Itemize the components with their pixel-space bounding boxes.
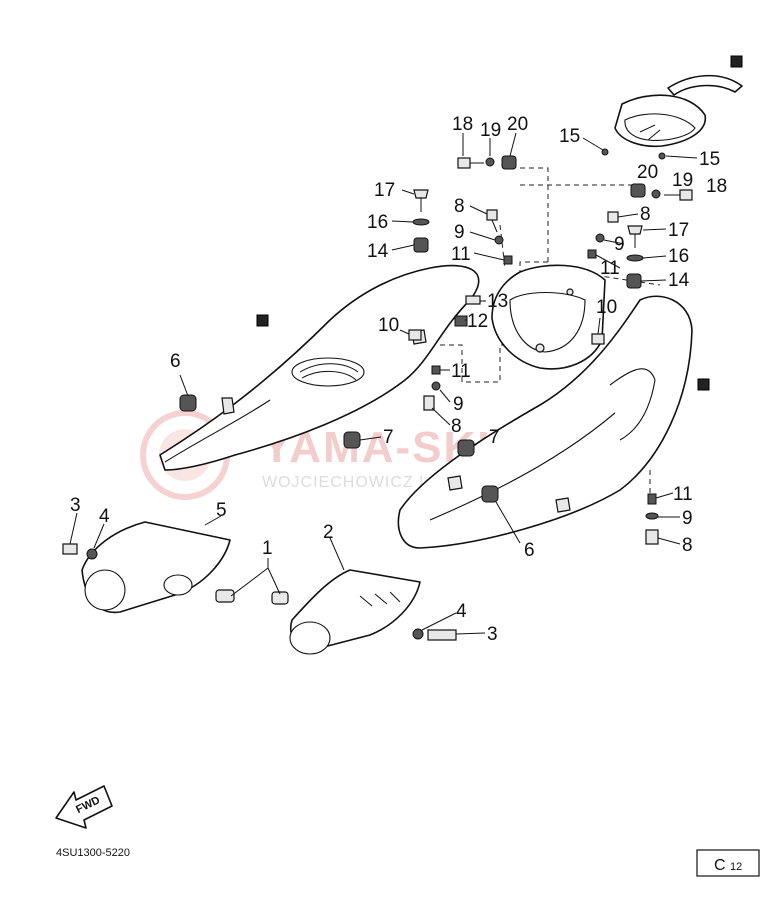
callout-numbers: 18 19 20 15 15 20 19 18 17 16 14 8 9 11 …: [70, 114, 727, 645]
seat-cowling-center: [491, 264, 606, 370]
callout-9-lower: 9: [453, 394, 464, 415]
callout-9-upper: 9: [454, 222, 465, 243]
callout-3-left: 3: [70, 495, 81, 516]
callout-13: 13: [487, 291, 508, 312]
hardware-fasteners: [62, 148, 693, 641]
callout-2: 2: [323, 522, 334, 543]
callout-8-lower: 8: [451, 416, 462, 437]
diagram-code: 4SU1300-5220: [56, 847, 130, 859]
callout-14-left: 14: [367, 241, 389, 262]
callout-4-right: 4: [456, 601, 467, 622]
callout-16-left: 16: [367, 212, 388, 233]
callout-5: 5: [216, 500, 227, 521]
callout-12: 12: [467, 311, 488, 332]
callout-8-right-upper: 8: [640, 204, 651, 225]
callout-9-right-upper: 9: [614, 234, 625, 255]
page-id-box: C 12: [696, 849, 760, 877]
callout-17-right: 17: [668, 220, 689, 241]
callout-20-top: 20: [507, 114, 528, 135]
reference-marker-tail: [730, 55, 743, 68]
reference-marker-left: [256, 314, 269, 327]
page-id-number: 12: [730, 861, 742, 873]
callout-11-upper: 11: [451, 244, 471, 265]
callout-6-right: 6: [524, 540, 535, 561]
callout-11-right-upper: 11: [600, 258, 620, 279]
bracket-front-part-2: [289, 569, 421, 655]
callout-10-right: 10: [596, 297, 617, 318]
bracket-rear-part-5: [81, 521, 231, 614]
callout-16-right: 16: [668, 246, 689, 267]
callout-7-left: 7: [383, 427, 394, 448]
callout-15-right: 15: [699, 149, 720, 170]
forward-direction-arrow: FWD: [55, 785, 113, 829]
page-id-letter: C: [714, 857, 726, 874]
callout-1: 1: [262, 538, 273, 559]
callout-19-top: 19: [480, 120, 501, 141]
callout-8-upper: 8: [454, 196, 465, 217]
callout-7-right: 7: [489, 427, 500, 448]
callout-18-right: 18: [706, 176, 727, 197]
callout-6-left: 6: [170, 351, 181, 372]
callout-15-left: 15: [559, 126, 580, 147]
callout-10-left: 10: [378, 315, 399, 336]
callout-20-right: 20: [637, 162, 658, 183]
tail-light-assembly: [614, 74, 743, 148]
callout-18-top: 18: [452, 114, 473, 135]
callout-4-left: 4: [99, 506, 110, 527]
callout-11-right-lower: 11: [673, 484, 693, 505]
leader-lines: [69, 132, 698, 635]
callout-8-right-lower: 8: [682, 535, 693, 556]
callout-9-right-lower: 9: [682, 508, 693, 529]
callout-3-right: 3: [487, 624, 498, 645]
callout-19-right: 19: [672, 170, 693, 191]
callout-11-lower: 11: [451, 361, 471, 382]
callout-17-left: 17: [374, 180, 395, 201]
side-cover-left: [159, 264, 480, 471]
reference-marker-right: [697, 378, 710, 391]
callout-14-right: 14: [668, 270, 690, 291]
